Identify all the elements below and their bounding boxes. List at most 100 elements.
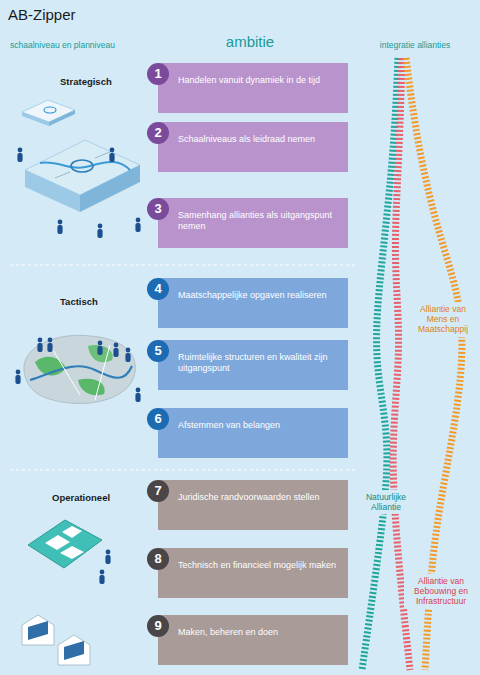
people xyxy=(15,148,140,584)
person-icon xyxy=(125,348,130,362)
alliance-name: Natuurlijke Alliantie xyxy=(357,490,415,514)
person-icon xyxy=(105,550,110,564)
number-circle: 1 xyxy=(147,63,169,85)
level-name: Tactisch xyxy=(60,296,150,307)
person-icon xyxy=(37,338,42,352)
person-body xyxy=(113,348,118,357)
ambition-text: Ruimtelijke structuren en kwaliteit zijn… xyxy=(178,352,340,375)
callout-number: 7 xyxy=(147,480,169,502)
ambition-text: Maken, beheren en doen xyxy=(178,627,340,638)
ambition-text: Maatschappelijke opgaven realiseren xyxy=(178,290,340,301)
person-body xyxy=(109,153,114,162)
house xyxy=(22,615,54,645)
person-head xyxy=(38,338,43,343)
city-outline xyxy=(24,335,135,403)
map-tile-small xyxy=(22,100,75,126)
level-name: Operationeel xyxy=(52,492,147,503)
block-side xyxy=(80,165,140,212)
river xyxy=(30,366,132,380)
number-circle: 6 xyxy=(147,408,169,430)
person-head xyxy=(100,570,105,575)
ambition-text: Samenhang allianties als uitgangspunt ne… xyxy=(178,210,340,233)
ambition-text: Technisch en financieel mogelijk maken xyxy=(178,560,340,571)
person-icon xyxy=(57,220,62,234)
tile-ring xyxy=(44,107,56,113)
house-solar-panel xyxy=(64,641,84,660)
person-icon xyxy=(97,224,102,238)
road xyxy=(50,345,110,400)
ambition-box: Maatschappelijke opgaven realiseren4 xyxy=(158,278,348,328)
number-circle: 3 xyxy=(147,198,169,220)
ambition-text: Schaalniveaus als leidraad nemen xyxy=(178,134,340,145)
tile-side xyxy=(22,112,49,126)
callout-number: 2 xyxy=(147,122,169,144)
person-body xyxy=(97,229,102,238)
building-block xyxy=(60,546,84,559)
alliance-line xyxy=(362,58,398,670)
house xyxy=(58,635,90,665)
ambition-box: Handelen vanuit dynamiek in de tijd1 xyxy=(158,63,348,113)
person-body xyxy=(37,343,42,352)
number-circle: 4 xyxy=(147,278,169,300)
ambition-box: Afstemmen van belangen6 xyxy=(158,408,348,458)
person-icon xyxy=(109,148,114,162)
alliance-name: Alliantie van Mens en Maatschappij xyxy=(408,302,478,337)
person-head xyxy=(114,343,119,348)
person-head xyxy=(126,348,131,353)
callout-number: 5 xyxy=(147,340,169,362)
building-plot xyxy=(28,520,102,568)
person-head xyxy=(98,224,103,229)
building-block xyxy=(45,535,70,550)
ambition-box: Schaalniveaus als leidraad nemen2 xyxy=(158,122,348,172)
ambition-text: Juridische randvoorwaarden stellen xyxy=(178,492,340,503)
alliance-name: Alliantie van Bebouwing en Infrastructuu… xyxy=(404,574,478,609)
person-head xyxy=(106,550,111,555)
ambition-text: Handelen vanuit dynamiek in de tijd xyxy=(178,75,340,86)
person-head xyxy=(110,148,115,153)
map-block xyxy=(25,140,140,212)
city-map xyxy=(24,335,135,403)
ring-road xyxy=(71,160,93,172)
person-head xyxy=(58,220,63,225)
block-side xyxy=(25,170,80,212)
person-body xyxy=(15,375,20,384)
number-circle: 2 xyxy=(147,122,169,144)
ambition-box: Samenhang allianties als uitgangspunt ne… xyxy=(158,198,348,248)
person-head xyxy=(16,370,21,375)
person-body xyxy=(99,575,104,584)
callout-number: 8 xyxy=(147,548,169,570)
person-body xyxy=(135,393,140,402)
person-icon xyxy=(135,388,140,402)
ambition-box: Maken, beheren en doen9 xyxy=(158,615,348,665)
person-body xyxy=(47,343,52,352)
houses xyxy=(22,615,90,665)
person-icon xyxy=(99,570,104,584)
callout-number: 3 xyxy=(147,198,169,220)
person-body xyxy=(105,555,110,564)
callout-number: 9 xyxy=(147,615,169,637)
number-circle: 5 xyxy=(147,340,169,362)
person-icon xyxy=(97,341,102,355)
house-solar-panel xyxy=(28,621,48,640)
column-header: integratie allianties xyxy=(355,40,475,50)
person-body xyxy=(97,346,102,355)
person-icon xyxy=(15,370,20,384)
diagram-title: AB-Zipper xyxy=(8,6,76,23)
column-header: schaalniveau en planniveau xyxy=(10,40,150,50)
plot xyxy=(28,520,102,568)
level-name: Strategisch xyxy=(60,76,150,87)
ambition-box: Ruimtelijke structuren en kwaliteit zijn… xyxy=(158,340,348,390)
person-head xyxy=(136,218,141,223)
person-body xyxy=(57,225,62,234)
person-icon xyxy=(113,343,118,357)
building-block xyxy=(62,526,82,538)
person-body xyxy=(125,353,130,362)
person-head xyxy=(136,388,141,393)
number-circle: 7 xyxy=(147,480,169,502)
callout-number: 4 xyxy=(147,278,169,300)
ambition-box: Juridische randvoorwaarden stellen7 xyxy=(158,480,348,530)
person-head xyxy=(48,338,53,343)
number-circle: 8 xyxy=(147,548,169,570)
person-icon xyxy=(47,338,52,352)
